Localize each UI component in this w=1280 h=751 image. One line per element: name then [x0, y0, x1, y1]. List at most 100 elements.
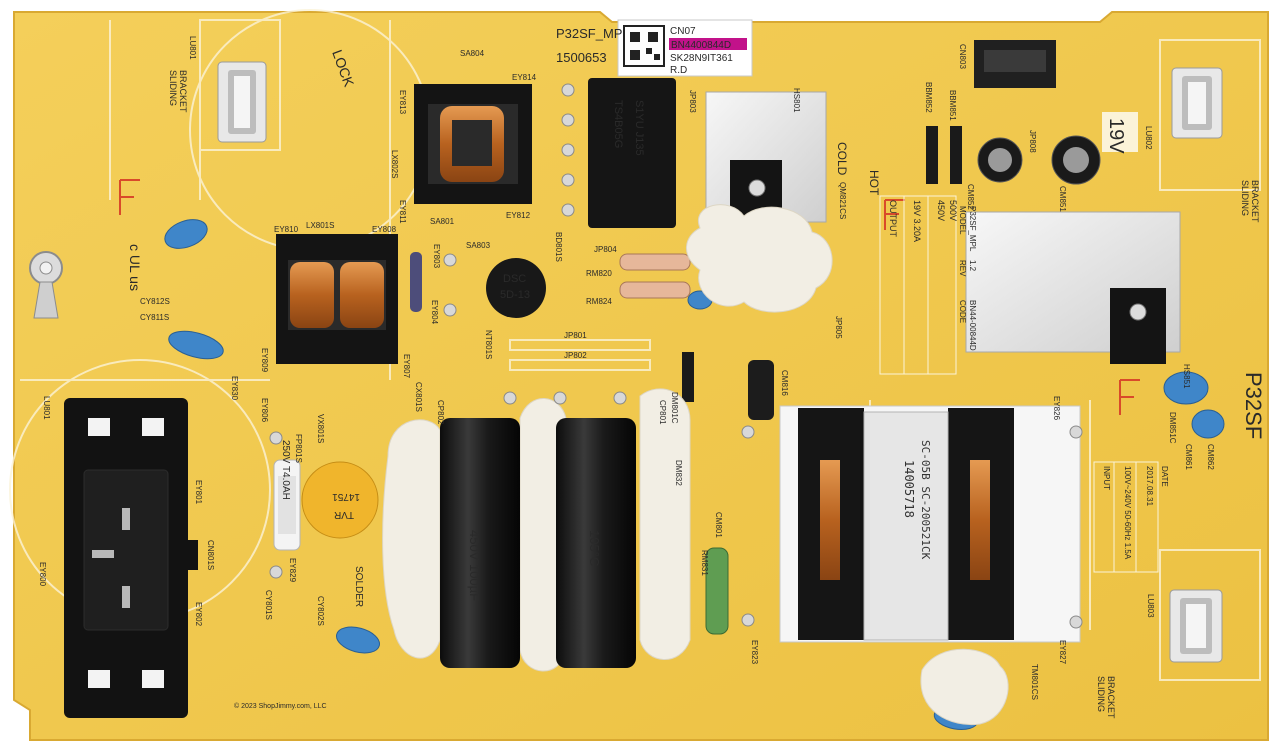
- y-capacitors: [164, 219, 1225, 730]
- varistor: TVR 14751: [301, 461, 379, 539]
- barcode-sticker: CN07 BN4400844D SK28N9IT361 R.D: [617, 19, 753, 77]
- ref-ey809: EY809: [260, 348, 269, 373]
- ref-jp801: JP801: [564, 331, 587, 340]
- ref-jp804: JP804: [594, 245, 617, 254]
- spec-header-rev: REV: [958, 260, 967, 277]
- transformer: 14005718 SC-05B SC-200521CK: [779, 405, 1081, 643]
- cold-label: COLD: [835, 142, 849, 176]
- bracket-label-a2: SLIDING: [168, 70, 178, 106]
- ref-lx802s: LX802S: [390, 150, 399, 178]
- cap-label-2: 105°C: [587, 530, 602, 566]
- ref-cn803: CN803: [958, 44, 967, 69]
- ref-rm820: RM820: [586, 269, 612, 278]
- ref-cy801s: CY801S: [264, 590, 273, 620]
- ref-cp802: CP802: [436, 400, 445, 425]
- ref-sa801: SA801: [430, 217, 455, 226]
- spec-rating-1: 450V: [936, 200, 946, 221]
- ref-sa804: SA804: [460, 49, 485, 58]
- ref-hs801: HS801: [792, 88, 801, 113]
- sticker-line-3: SK28N9IT361: [670, 53, 733, 64]
- ref-rm824: RM824: [586, 297, 612, 306]
- spec-model-value: P32SF_MPL: [968, 206, 977, 252]
- ref-cp801: CP801: [658, 400, 667, 425]
- ref-cm851: CM851: [1058, 186, 1067, 212]
- spec-header-code: CODE: [958, 300, 967, 323]
- varistor-label-2: 14751: [332, 491, 360, 502]
- ref-ey812: EY812: [506, 211, 531, 220]
- sticker-line-1: CN07: [670, 26, 696, 37]
- ref-ey811: EY811: [398, 200, 407, 224]
- hot-label: HOT: [867, 170, 881, 196]
- ref-jp808: JP808: [1028, 130, 1037, 153]
- ref-cm862: CM862: [1206, 444, 1215, 470]
- bracket-label-c1: BRACKET: [1106, 676, 1116, 719]
- ref-lu801b: LU801: [42, 396, 51, 420]
- solder-pads: [269, 83, 1083, 629]
- ref-cm852: CM852: [966, 184, 975, 210]
- spec-table-headers: MODEL REV CODE P32SF_MPL 1.2 BN44-00844D…: [958, 206, 1169, 487]
- ref-ey830: EY830: [230, 376, 239, 401]
- transformer-label-1: 14005718: [902, 460, 916, 518]
- sticker-line-4: R.D: [670, 65, 687, 76]
- ntc-label-2: 5D-13: [500, 289, 530, 301]
- ref-ey814: EY814: [512, 73, 537, 82]
- bracket-label-b2: SLIDING: [1240, 180, 1250, 216]
- ref-ey804: EY804: [430, 300, 439, 325]
- ref-nt801s: NT801S: [484, 330, 493, 359]
- ref-fp801s: FP801S: [294, 434, 303, 463]
- ref-ey823: EY823: [750, 640, 759, 665]
- ref-cy811s: CY811S: [140, 313, 169, 322]
- input-table: INPUT 100V~240V 50-60Hz 1.5A 2017.08.31: [1093, 461, 1159, 573]
- ntc-thermistor: DSC 5D-13: [486, 258, 546, 318]
- ref-cx801s: CX801S: [414, 382, 423, 412]
- ref-ey802: EY802: [194, 602, 203, 627]
- spec-rev-value: 1.2: [968, 260, 977, 272]
- watermark: © 2023 ShopJimmy.com, LLC: [234, 702, 327, 710]
- ref-lu801: LU801: [188, 36, 197, 60]
- spec-header-model: MODEL: [958, 206, 967, 235]
- heatsink-hs851: [965, 211, 1181, 364]
- varistor-label-1: TVR: [334, 509, 354, 520]
- ref-bbm852: BBM852: [924, 82, 933, 113]
- date-value: 2017.08.31: [1145, 466, 1154, 507]
- bracket-label-a1: BRACKET: [178, 70, 188, 113]
- ref-qm821cs: QM821CS: [838, 182, 847, 219]
- ground-terminal: [29, 251, 63, 319]
- ref-cy802s: CY802S: [316, 596, 325, 626]
- ref-ey827: EY827: [1058, 640, 1067, 665]
- voltage-mark: 19V: [1105, 118, 1127, 154]
- ref-vx801s: VX801S: [316, 414, 325, 443]
- ref-cm861: CM861: [1184, 444, 1193, 470]
- ref-hs851: HS851: [1182, 364, 1191, 389]
- input-label: INPUT: [1102, 466, 1111, 490]
- ref-jp802: JP802: [564, 351, 587, 360]
- red-markings: [119, 179, 1140, 415]
- choke-lx802s: [414, 84, 532, 204]
- choke-lx801s: [276, 234, 398, 364]
- ref-tm801cs: TM801CS: [1030, 664, 1039, 700]
- ref-lu803: LU803: [1146, 594, 1155, 618]
- bracket-label-b1: BRACKET: [1250, 180, 1260, 223]
- ref-dm851c: DM851C: [1168, 412, 1177, 444]
- fuse: 250V T4.0AH: [273, 440, 301, 551]
- reference-designators: LU801 LU801 EY800 EY801 EY802 CN801S CY8…: [38, 36, 1215, 700]
- ref-cn801s: CN801S: [206, 540, 215, 570]
- ref-jp805: JP805: [834, 316, 843, 339]
- glue-blobs: [382, 204, 1009, 726]
- ref-ey803: EY803: [432, 244, 441, 269]
- resistors: [410, 252, 729, 635]
- spec-code-value: BN44-00844D: [968, 300, 977, 351]
- connector-cn803: [974, 40, 1056, 88]
- ref-sa803: SA803: [466, 241, 491, 250]
- ref-ey801: EY801: [194, 480, 203, 505]
- ref-ey800: EY800: [38, 562, 47, 587]
- ref-ey807: EY807: [402, 354, 411, 379]
- spec-output: 19V 3.20A: [912, 200, 922, 242]
- lug-lu803: [1169, 589, 1223, 663]
- transformer-label-2: SC-05B SC-200521CK: [919, 440, 932, 560]
- spec-header: OUTPUT: [888, 200, 898, 238]
- diodes: [682, 126, 962, 402]
- ref-ey813: EY813: [398, 90, 407, 115]
- ref-cy812s: CY812S: [140, 297, 170, 306]
